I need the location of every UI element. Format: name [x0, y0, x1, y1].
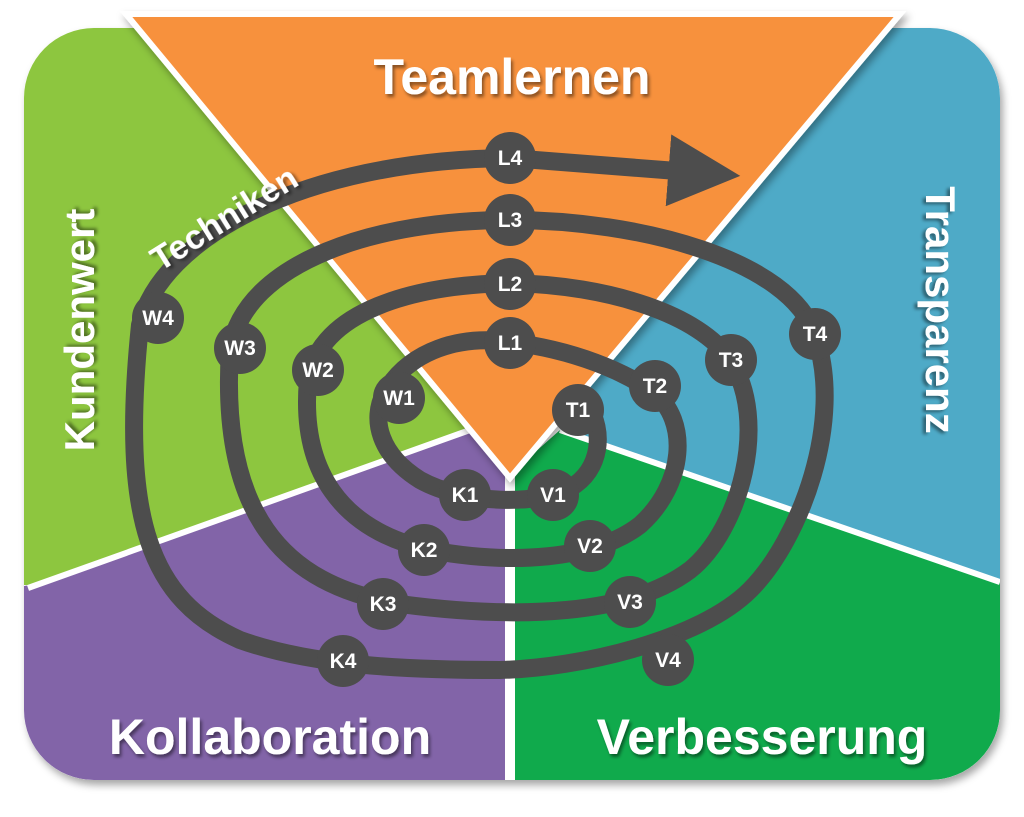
node-circle-t2: [629, 360, 681, 412]
node-label-l2: L2: [498, 273, 523, 296]
node-circle-w2: [292, 344, 344, 396]
node-label-w3: W3: [224, 337, 256, 360]
node-circle-k2: [398, 524, 450, 576]
node-circle-l4: [484, 132, 536, 184]
node-k1: K1: [439, 469, 491, 521]
node-label-l4: L4: [498, 147, 523, 170]
node-label-v3: V3: [617, 591, 643, 614]
node-circle-v4: [642, 634, 694, 686]
node-w3: W3: [214, 322, 266, 374]
node-label-k1: K1: [452, 484, 479, 507]
node-label-w4: W4: [142, 307, 174, 330]
node-label-l1: L1: [498, 332, 523, 355]
node-l1: L1: [484, 317, 536, 369]
node-circle-k4: [317, 635, 369, 687]
node-k4: K4: [317, 635, 369, 687]
node-circle-w3: [214, 322, 266, 374]
node-l2: L2: [484, 258, 536, 310]
node-label-t1: T1: [566, 399, 591, 422]
title-kundenwert: Kundenwert: [56, 209, 103, 452]
title-kollaboration: Kollaboration: [109, 709, 431, 765]
node-circle-l3: [484, 194, 536, 246]
node-circle-v2: [564, 520, 616, 572]
node-label-v4: V4: [655, 649, 681, 672]
node-label-t4: T4: [803, 323, 828, 346]
node-k3: K3: [357, 578, 409, 630]
node-t1: T1: [552, 384, 604, 436]
title-verbesserung: Verbesserung: [597, 709, 928, 765]
node-label-v2: V2: [577, 535, 603, 558]
node-label-l3: L3: [498, 209, 523, 232]
node-label-v1: V1: [540, 484, 566, 507]
node-circle-w4: [132, 292, 184, 344]
node-circle-t4: [789, 308, 841, 360]
node-circle-t3: [705, 334, 757, 386]
node-circle-v1: [527, 469, 579, 521]
node-w1: W1: [373, 372, 425, 424]
node-label-w1: W1: [383, 387, 415, 410]
node-l3: L3: [484, 194, 536, 246]
node-circle-k3: [357, 578, 409, 630]
node-t4: T4: [789, 308, 841, 360]
title-transparenz: Transparenz: [917, 186, 964, 433]
node-circle-v3: [604, 576, 656, 628]
title-teamlernen: Teamlernen: [374, 49, 651, 105]
node-circle-k1: [439, 469, 491, 521]
node-label-k2: K2: [411, 539, 438, 562]
node-k2: K2: [398, 524, 450, 576]
node-circle-t1: [552, 384, 604, 436]
node-label-k4: K4: [330, 650, 357, 673]
node-t3: T3: [705, 334, 757, 386]
node-label-t3: T3: [719, 349, 744, 372]
node-label-t2: T2: [643, 375, 668, 398]
node-label-w2: W2: [302, 359, 334, 382]
node-circle-w1: [373, 372, 425, 424]
node-w4: W4: [132, 292, 184, 344]
node-v4: V4: [642, 634, 694, 686]
divider-right: [559, 427, 1000, 585]
node-l4: L4: [484, 132, 536, 184]
node-label-k3: K3: [370, 593, 397, 616]
node-v1: V1: [527, 469, 579, 521]
node-v2: V2: [564, 520, 616, 572]
node-v3: V3: [604, 576, 656, 628]
node-circle-l2: [484, 258, 536, 310]
node-w2: W2: [292, 344, 344, 396]
node-t2: T2: [629, 360, 681, 412]
node-circle-l1: [484, 317, 536, 369]
